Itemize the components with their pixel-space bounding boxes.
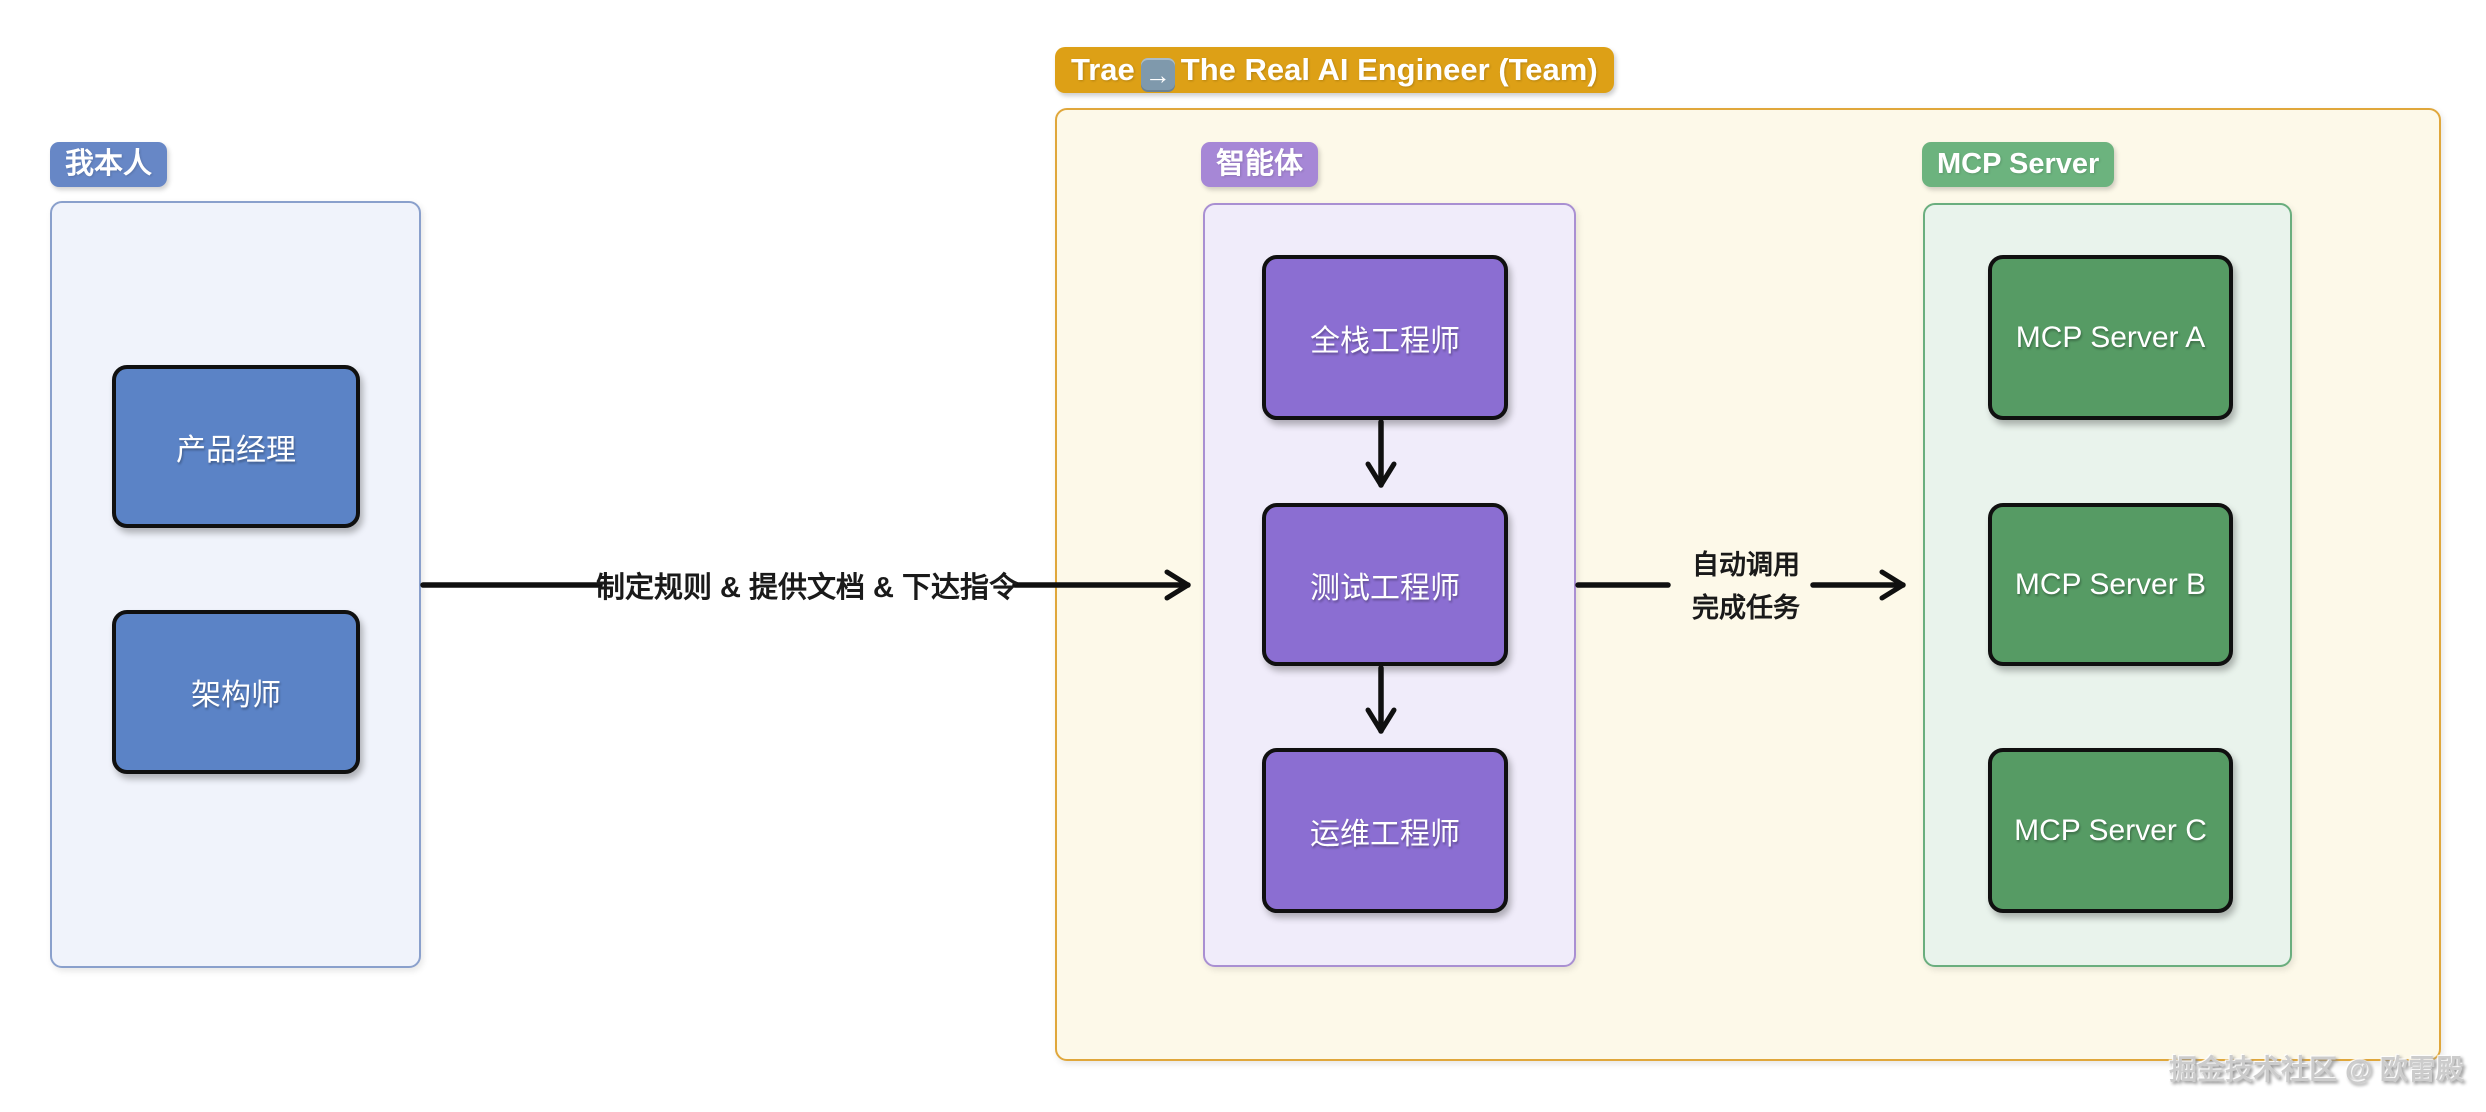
node-test-engineer-label: 测试工程师	[1310, 571, 1460, 605]
node-mcp-server-a: MCP Server A	[1988, 255, 2233, 420]
watermark-text: 掘金技术社区 @ 欧雷殿	[2169, 1054, 2464, 1085]
node-mcp-server-b-label: MCP Server B	[2014, 567, 2207, 601]
node-test-engineer: 测试工程师	[1262, 503, 1508, 666]
right-arrow-emoji-icon: →	[1140, 58, 1175, 92]
node-mcp-server-c-label: MCP Server C	[2014, 813, 2207, 847]
node-mcp-server-b: MCP Server B	[1988, 503, 2233, 666]
flow-auto-label: 自动调用 完成任务	[1692, 544, 1800, 630]
flow-rules-label: 制定规则 & 提供文档 & 下达指令	[595, 572, 1019, 604]
myself-group-label: 我本人	[50, 142, 168, 187]
team-title-badge: Trae→The Real AI Engineer (Team)	[1055, 47, 1614, 93]
node-mcp-server-a-label: MCP Server A	[2015, 320, 2206, 354]
team-title-prefix: Trae	[1071, 52, 1135, 87]
node-mcp-server-c: MCP Server C	[1988, 748, 2233, 913]
node-architect: 架构师	[112, 610, 360, 774]
node-fullstack-engineer: 全栈工程师	[1262, 255, 1508, 420]
node-ops-engineer-label: 运维工程师	[1310, 817, 1460, 851]
node-fullstack-engineer-label: 全栈工程师	[1310, 324, 1460, 358]
node-architect-label: 架构师	[191, 679, 281, 712]
mcp-group-label: MCP Server	[1922, 142, 2115, 187]
agents-group-label: 智能体	[1201, 142, 1319, 187]
flow-auto-line1: 自动调用	[1692, 549, 1800, 580]
node-product-manager-label: 产品经理	[176, 433, 296, 467]
node-ops-engineer: 运维工程师	[1262, 748, 1508, 913]
team-title-suffix: The Real AI Engineer (Team)	[1180, 52, 1598, 87]
flow-auto-line2: 完成任务	[1692, 593, 1800, 623]
node-product-manager: 产品经理	[112, 365, 360, 528]
myself-panel	[50, 201, 421, 968]
